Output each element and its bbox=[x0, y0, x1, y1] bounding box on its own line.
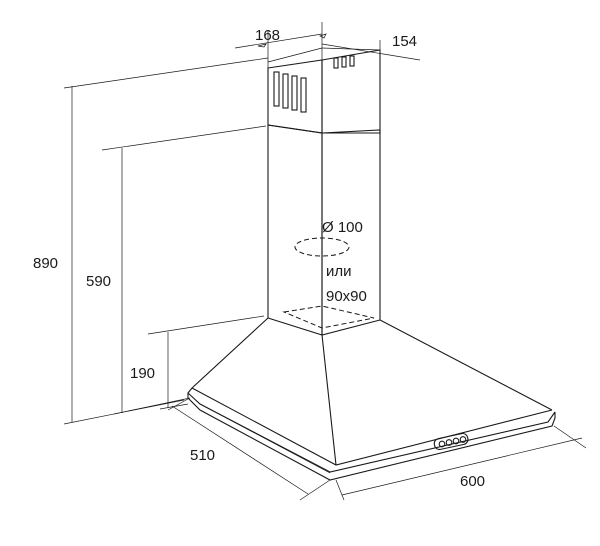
dimension-chimney-depth bbox=[234, 22, 327, 62]
dimension-hood-depth bbox=[167, 398, 331, 501]
dimension-total-height bbox=[63, 57, 269, 425]
label-chimney-height: 590 bbox=[86, 273, 111, 290]
label-canopy-height: 190 bbox=[130, 365, 155, 382]
vent-slots-side bbox=[333, 55, 355, 69]
label-hood-depth: 510 bbox=[190, 447, 215, 464]
label-chimney-depth: 168 bbox=[255, 27, 280, 44]
dimension-hood-width bbox=[335, 425, 587, 501]
label-total-height: 890 bbox=[33, 255, 58, 272]
label-chimney-width: 154 bbox=[392, 33, 417, 50]
label-or: или bbox=[326, 263, 352, 280]
canopy bbox=[191, 317, 553, 466]
vent-slots-front bbox=[273, 71, 307, 113]
control-buttons bbox=[433, 432, 469, 451]
round-duct-hidden-outline bbox=[294, 237, 350, 257]
canopy-trim bbox=[187, 387, 556, 481]
square-duct-hidden-outline bbox=[282, 305, 375, 329]
upper-chimney bbox=[267, 47, 381, 134]
label-hood-width: 600 bbox=[460, 473, 485, 490]
dimension-chimney-width bbox=[321, 40, 421, 61]
label-round-duct: Ø 100 bbox=[322, 219, 363, 236]
label-square-duct: 90x90 bbox=[326, 288, 367, 305]
dimension-chimney-height bbox=[101, 125, 267, 415]
